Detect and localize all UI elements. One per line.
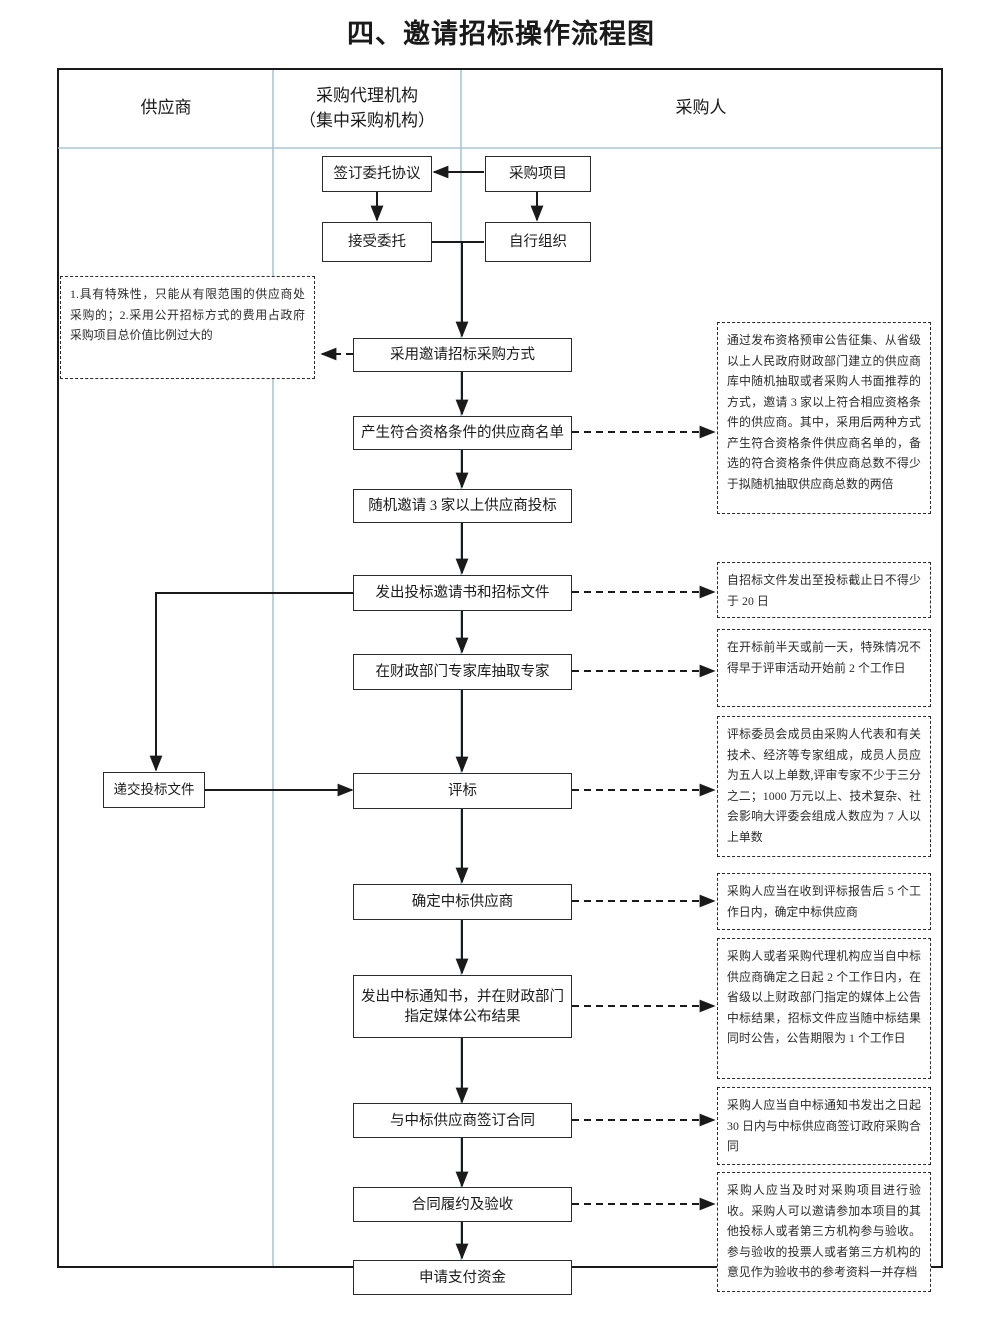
lane-header-supplier: 供应商 bbox=[60, 95, 272, 120]
node-adopt-invited-bidding[interactable]: 采用邀请招标采购方式 bbox=[353, 338, 572, 372]
node-apply-payment[interactable]: 申请支付资金 bbox=[353, 1260, 572, 1295]
node-generate-qualified-supplier-list[interactable]: 产生符合资格条件的供应商名单 bbox=[353, 416, 572, 450]
node-sign-entrust-agreement[interactable]: 签订委托协议 bbox=[322, 156, 432, 192]
note-expert-draw-time: 在开标前半天或前一天，特殊情况不得早于评审活动开始前 2 个工作日 bbox=[717, 629, 931, 707]
node-sign-contract[interactable]: 与中标供应商签订合同 bbox=[353, 1103, 572, 1138]
note-publish-result: 采购人或者采购代理机构应当自中标供应商确定之日起 2 个工作日内，在省级以上财政… bbox=[717, 938, 931, 1079]
lane-header-purchaser: 采购人 bbox=[462, 95, 940, 120]
lane-header-purchaser-label: 采购人 bbox=[675, 98, 727, 117]
node-contract-performance-acceptance[interactable]: 合同履约及验收 bbox=[353, 1187, 572, 1222]
note-determine-winner-time: 采购人应当在收到评标报告后 5 个工作日内，确定中标供应商 bbox=[717, 873, 931, 930]
node-bid-evaluation[interactable]: 评标 bbox=[353, 773, 572, 809]
note-bid-deadline: 自招标文件发出至投标截止日不得少于 20 日 bbox=[717, 562, 931, 618]
note-contract-sign-time: 采购人应当自中标通知书发出之日起 30 日内与中标供应商签订政府采购合同 bbox=[717, 1087, 931, 1165]
node-draw-experts[interactable]: 在财政部门专家库抽取专家 bbox=[353, 654, 572, 690]
node-self-organize[interactable]: 自行组织 bbox=[485, 222, 591, 262]
lane-header-agency: 采购代理机构 （集中采购机构） bbox=[275, 83, 459, 133]
node-invite-three-suppliers[interactable]: 随机邀请 3 家以上供应商投标 bbox=[353, 489, 572, 523]
node-procurement-project[interactable]: 采购项目 bbox=[485, 156, 591, 192]
lane-header-agency-label: 采购代理机构 bbox=[316, 86, 418, 105]
node-issue-award-notice[interactable]: 发出中标通知书，并在财政部门指定媒体公布结果 bbox=[353, 975, 572, 1038]
node-submit-bid-documents[interactable]: 递交投标文件 bbox=[103, 772, 205, 808]
note-acceptance: 采购人应当及时对采购项目进行验收。采购人可以邀请参加本项目的其他投标人或者第三方… bbox=[717, 1172, 931, 1292]
lane-header-supplier-label: 供应商 bbox=[140, 98, 192, 117]
node-issue-invitation-and-documents[interactable]: 发出投标邀请书和招标文件 bbox=[353, 575, 572, 611]
note-evaluation-committee: 评标委员会成员由采购人代表和有关技术、经济等专家组成，成员人员应为五人以上单数,… bbox=[717, 716, 931, 857]
node-determine-winning-supplier[interactable]: 确定中标供应商 bbox=[353, 884, 572, 920]
note-supplier-list-method: 通过发布资格预审公告征集、从省级以上人民政府财政部门建立的供应商库中随机抽取或者… bbox=[717, 322, 931, 514]
node-accept-entrust[interactable]: 接受委托 bbox=[322, 222, 432, 262]
lane-header-agency-sublabel: （集中采购机构） bbox=[299, 111, 435, 130]
note-invited-bidding-conditions: 1.具有特殊性，只能从有限范围的供应商处采购的；2.采用公开招标方式的费用占政府… bbox=[60, 276, 315, 379]
page-title: 四、邀请招标操作流程图 bbox=[347, 19, 655, 49]
